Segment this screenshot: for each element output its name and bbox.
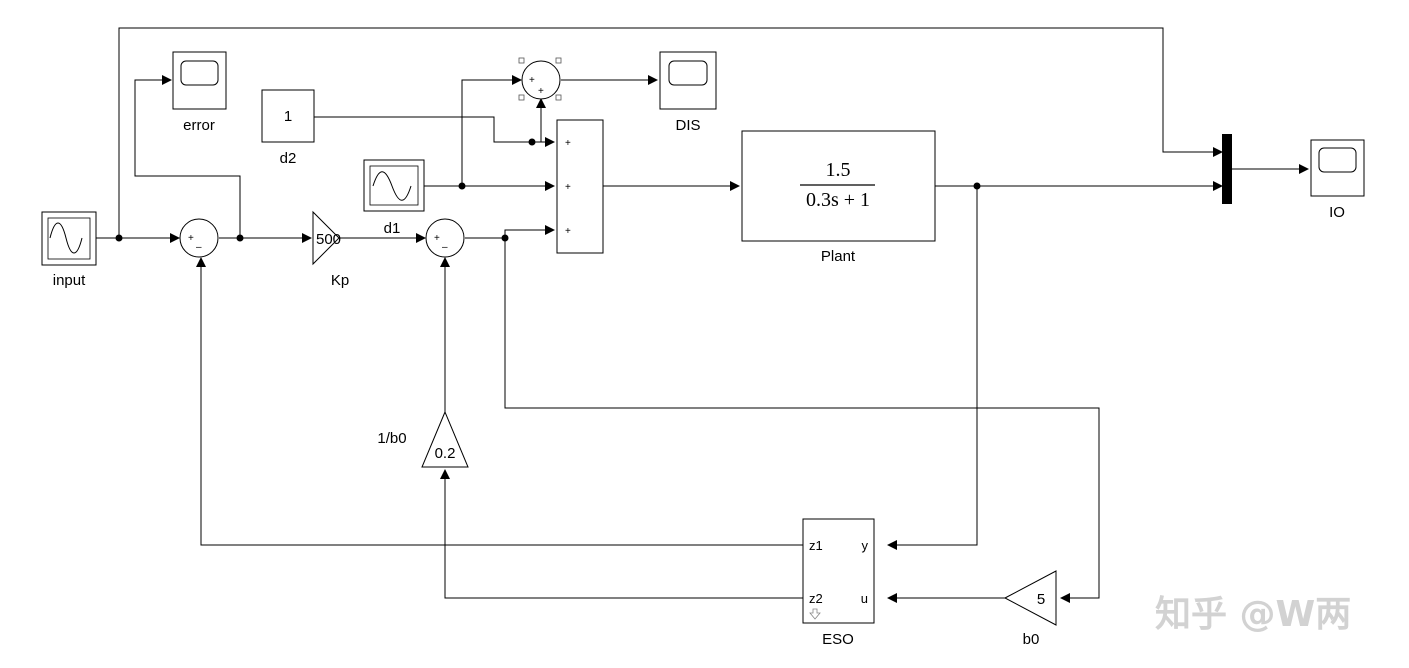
sum2-minus-sign: – — [442, 242, 448, 253]
dis-scope-block[interactable]: DIS — [659, 51, 717, 134]
scope-icon — [1318, 147, 1357, 173]
io-scope-block[interactable]: IO — [1310, 139, 1365, 221]
sum3-plus-sign-1: + — [565, 138, 571, 149]
dis-sum-plus-sign-1: + — [529, 75, 535, 86]
scope-icon — [180, 60, 219, 86]
kp-gain-block[interactable]: 500 Kp — [312, 210, 349, 289]
eso-label: ESO — [822, 631, 854, 648]
d2-constant-block[interactable]: 1 d2 — [261, 89, 315, 167]
inv-b0-label: 1/b0 — [377, 430, 406, 447]
scope-icon — [668, 60, 708, 86]
sum1-minus-sign: – — [196, 242, 202, 253]
wire-sum2-to-sum3[interactable] — [465, 225, 555, 239]
mux-block[interactable] — [1222, 134, 1232, 204]
wire-d1-to-dis-sum[interactable] — [461, 75, 522, 186]
d2-value: 1 — [284, 108, 292, 125]
selection-handles — [518, 57, 562, 101]
dis-sum-block[interactable]: + + — [518, 57, 562, 101]
input-label: input — [53, 272, 86, 289]
error-label: error — [183, 117, 215, 134]
wire-y-to-eso[interactable] — [887, 186, 978, 550]
sum1-block[interactable]: + – — [179, 218, 219, 258]
wire-u-to-b0[interactable] — [504, 238, 1100, 603]
b0-gain-value: 5 — [1037, 591, 1045, 608]
branch-point — [501, 234, 509, 242]
plant-denominator: 0.3s + 1 — [806, 189, 870, 211]
sum2-plus-sign: + — [434, 233, 440, 244]
input-sine-block[interactable]: input — [41, 211, 97, 289]
kp-gain-value: 500 — [316, 231, 341, 248]
sum1-plus-sign: + — [188, 233, 194, 244]
sum3-plus-sign-2: + — [565, 182, 571, 193]
sine-wave-icon — [372, 171, 412, 201]
dis-sum-plus-sign-2: + — [538, 86, 544, 97]
d1-label: d1 — [384, 220, 401, 237]
io-label: IO — [1329, 204, 1345, 221]
signal-lines — [96, 27, 1309, 603]
plant-transfer-fcn-block[interactable]: 1.5 0.3s + 1 Plant — [741, 130, 936, 265]
d2-label: d2 — [280, 150, 297, 167]
sum3-plus-sign-3: + — [565, 226, 571, 237]
branch-point — [528, 138, 536, 146]
eso-port-u: u — [861, 591, 868, 606]
branch-point — [973, 182, 981, 190]
plant-numerator: 1.5 — [826, 159, 851, 181]
subsystem-arrow-icon — [809, 608, 821, 620]
wire-z2-to-invb0[interactable] — [440, 469, 803, 599]
branch-points — [115, 138, 981, 242]
b0-gain-block[interactable]: 5 b0 — [1003, 570, 1057, 648]
wire-z1-to-sum1[interactable] — [196, 257, 803, 546]
wire-error-to-scope[interactable] — [134, 75, 241, 238]
branch-point — [458, 182, 466, 190]
branch-point — [115, 234, 123, 242]
d1-sine-block[interactable]: d1 — [363, 159, 425, 237]
kp-label: Kp — [331, 272, 349, 289]
eso-subsystem-block[interactable]: z1 z2 y u ESO — [802, 518, 875, 648]
wire-input-to-mux[interactable] — [118, 27, 1223, 238]
inv-b0-gain-block[interactable]: 0.2 1/b0 — [377, 410, 469, 468]
plant-label: Plant — [821, 248, 856, 265]
sine-wave-icon — [49, 222, 83, 254]
eso-port-y: y — [862, 538, 869, 553]
error-scope-block[interactable]: error — [172, 51, 227, 134]
sum2-block[interactable]: + – — [425, 218, 465, 258]
branch-point — [236, 234, 244, 242]
watermark-text: 知乎 @W两 — [1155, 594, 1351, 635]
inv-b0-gain-value: 0.2 — [435, 445, 456, 462]
b0-label: b0 — [1023, 631, 1040, 648]
mux-bar[interactable] — [1222, 134, 1232, 204]
eso-port-z2: z2 — [809, 591, 823, 606]
eso-port-z1: z1 — [809, 538, 823, 553]
sum3-block[interactable]: + + + — [556, 119, 604, 254]
dis-label: DIS — [675, 117, 700, 134]
wire-d2-to-sum3[interactable] — [314, 116, 555, 147]
